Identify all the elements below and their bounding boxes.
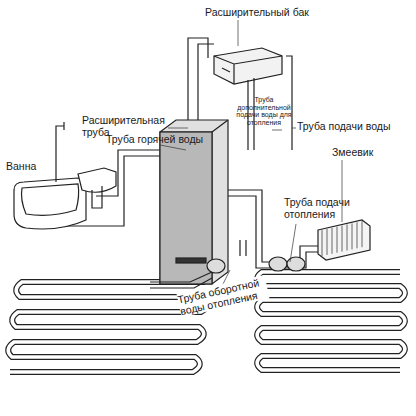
shower: [56, 122, 64, 182]
callout-label: Расширительный бак: [205, 6, 325, 18]
water-supply-pipe: [286, 56, 292, 150]
radiator: [318, 220, 370, 260]
radiator-fin: [322, 230, 323, 256]
radiator-fins: [322, 221, 362, 256]
radiator-fin: [337, 227, 338, 253]
bathtub-inner: [22, 184, 79, 215]
tank-mark: [222, 68, 230, 72]
leader-line: [342, 160, 343, 222]
manifold: [269, 257, 287, 271]
leader-line: [292, 128, 296, 129]
leader-line: [168, 128, 188, 129]
callout-label: Труба подачи отопления: [284, 196, 354, 220]
expansion-tank: [214, 48, 282, 84]
manifold-2: [287, 257, 305, 271]
callout-label: Змеевик: [332, 146, 392, 158]
leader-line: [272, 130, 282, 131]
return-pipe: [150, 272, 212, 288]
leader-line: [238, 20, 239, 46]
radiator-fin: [357, 222, 358, 248]
radiator-fin: [352, 223, 353, 249]
boiler-badge: [176, 258, 206, 263]
radiator-fin: [347, 225, 348, 251]
boiler-front: [160, 132, 212, 284]
callout-label: Ванна: [6, 160, 56, 172]
leader-line: [290, 224, 296, 262]
radiator-fin: [327, 229, 328, 255]
pump: [207, 259, 225, 273]
floor-coil: [257, 272, 405, 370]
sink: [78, 168, 116, 192]
valve-stem: [240, 240, 246, 256]
callout-label: Труба горячей воды: [106, 133, 216, 145]
expansion-pipe-inner: [198, 44, 214, 120]
tank-edge: [214, 56, 282, 84]
sink-stand: [92, 186, 102, 208]
callout-label: Труба подачи воды: [297, 120, 407, 132]
radiator-fin: [332, 228, 333, 254]
radiator-fin: [362, 221, 363, 247]
floor-coil: [257, 272, 405, 370]
floor-heating-coils: [8, 272, 405, 372]
radiator-fin: [342, 226, 343, 252]
bathtub: [14, 178, 86, 229]
callout-label: Труба дополнительной подачи воды для ото…: [236, 96, 292, 127]
leader-line: [160, 145, 186, 150]
